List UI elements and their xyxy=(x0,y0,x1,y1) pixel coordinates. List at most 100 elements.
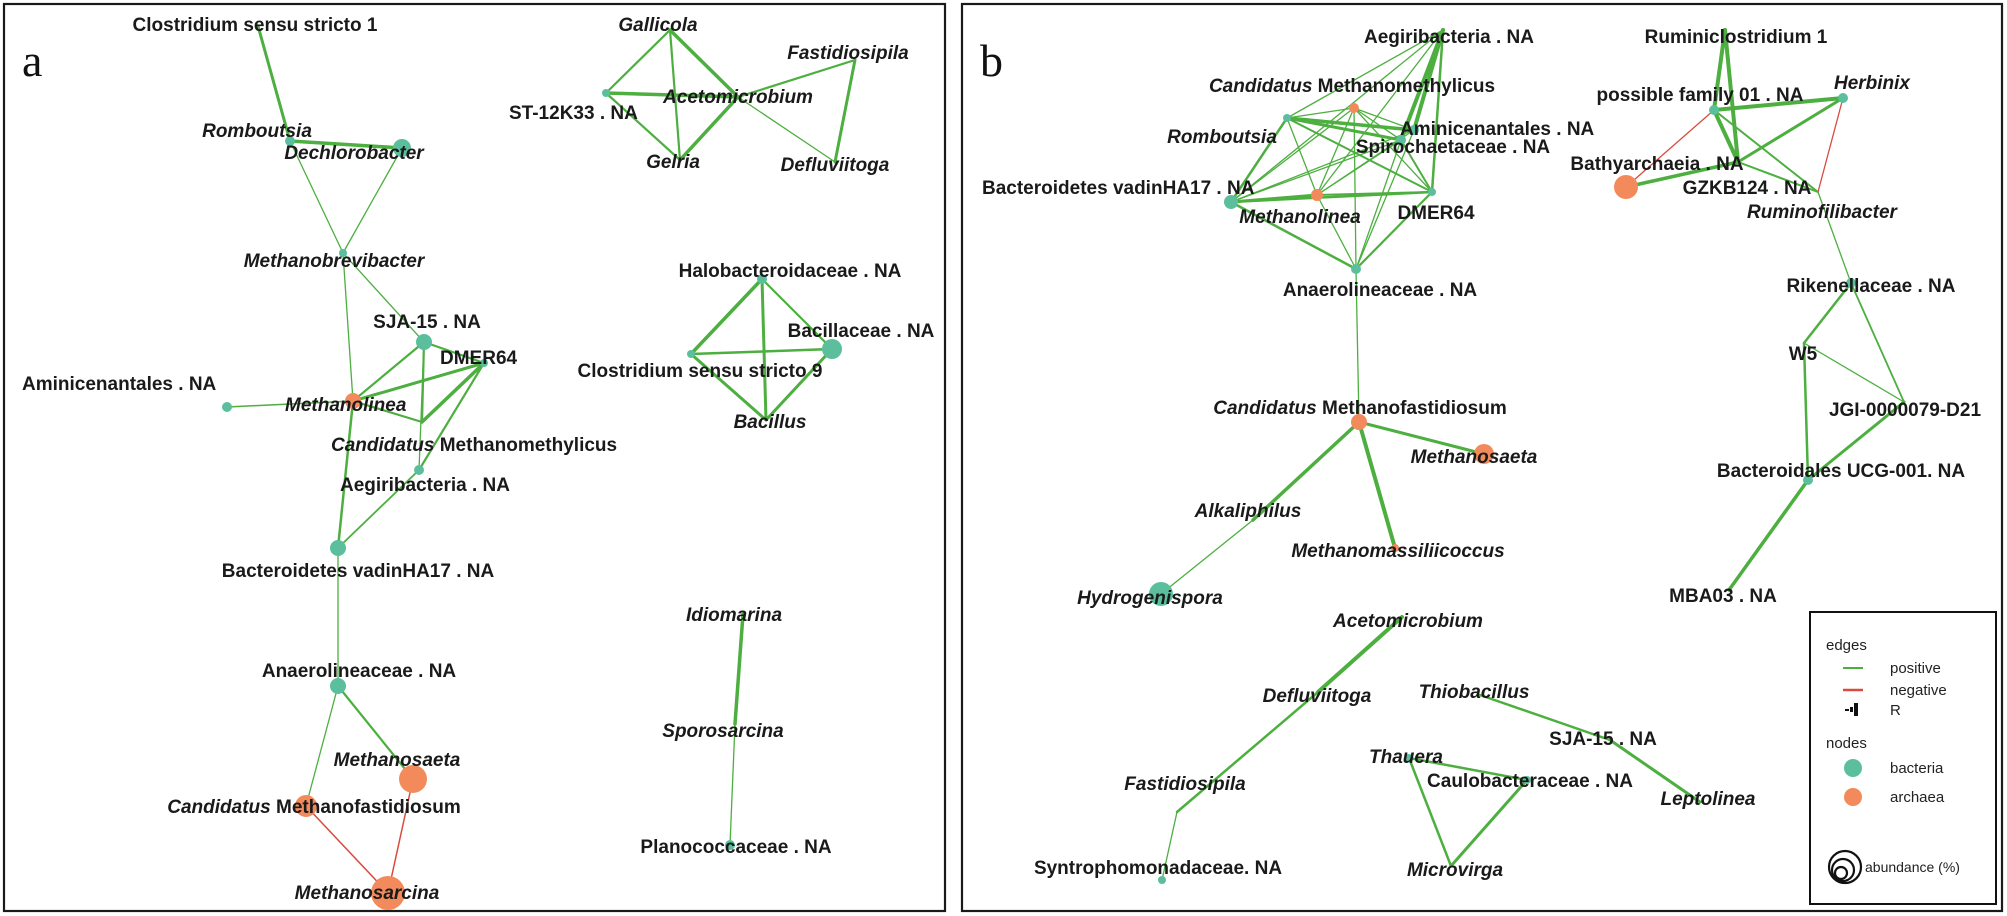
node-label-clos1: Clostridium sensu stricto 1 xyxy=(133,15,378,36)
node-label-fast: Fastidiosipila xyxy=(787,43,909,64)
node-label-spor: Sporosarcina xyxy=(662,721,784,742)
node-label-part: Planococcaceae . NA xyxy=(640,837,831,858)
node-label-part: Methanosarcina xyxy=(295,883,440,904)
edge-positive-mlin-spir xyxy=(1316,139,1402,196)
legend-negative-label: negative xyxy=(1890,682,1947,699)
edge-negative-cmfa-msar xyxy=(305,805,389,894)
edge-positive-bucg-mba xyxy=(1727,478,1810,592)
node-label-part: Alkaliphilus xyxy=(1194,501,1302,522)
node-mlin-archaea xyxy=(1311,189,1323,201)
edge-positive-romb-bvad xyxy=(1229,116,1289,204)
edge-positive-aegi-romb xyxy=(1286,29,1444,119)
node-label-caul: Caulobacteraceae . NA xyxy=(1427,771,1633,792)
node-sja-bacteria xyxy=(416,334,432,350)
node-mmas-archaea xyxy=(1391,544,1399,552)
edge-positive-st12-acet xyxy=(604,91,740,99)
node-label-alka: Alkaliphilus xyxy=(1194,501,1302,522)
node-label-part: Defluviitoga xyxy=(781,155,890,176)
edge-negative-msae-msar xyxy=(387,778,414,894)
node-label-part: Romboutsia xyxy=(202,121,312,142)
node-hydr-bacteria xyxy=(1149,582,1173,606)
node-label-plan: Planococcaceae . NA xyxy=(640,837,831,858)
legend-abundance-label: abundance (%) xyxy=(1865,859,1960,875)
node-bucg-bacteria xyxy=(1803,475,1813,485)
node-label-cmme: Candidatus Methanomethylicus xyxy=(1209,76,1495,97)
node-label-part: Caulobacteraceae . NA xyxy=(1427,771,1633,792)
edge-positive-mlin-anae xyxy=(1316,194,1357,270)
edge-positive-posf-herb xyxy=(1712,96,1845,112)
node-label-part: Bacillus xyxy=(734,412,807,433)
legend-archaea-label: archaea xyxy=(1890,789,1945,806)
edge-positive-halo-bacl xyxy=(760,277,768,422)
edge-positive-dmer-anae xyxy=(1354,190,1434,271)
edge-positive-romb-spir xyxy=(1285,116,1403,142)
edge-positive-alka-hydr xyxy=(1160,519,1254,595)
node-label-part: Bacillaceae . NA xyxy=(788,321,935,342)
node-label-part: Romboutsia xyxy=(1167,127,1277,148)
node-mbrev-bacteria xyxy=(339,249,347,257)
legend-abundance-icon xyxy=(1827,849,1863,885)
node-label-part: Fastidiosipila xyxy=(1124,774,1246,795)
node-label-part: W5 xyxy=(1789,344,1818,365)
node-label-part: Candidatus xyxy=(167,797,270,818)
node-label-defl: Defluviitoga xyxy=(781,155,890,176)
node-label-acet: Acetomicrobium xyxy=(662,87,813,108)
node-label-mmas: Methanomassiliicoccus xyxy=(1291,541,1504,562)
edge-positive-thio-sja xyxy=(1478,693,1612,742)
node-label-rumc: Ruminiclostridium 1 xyxy=(1645,27,1828,48)
node-label-msae: Methanosaeta xyxy=(1411,447,1538,468)
edge-positive-acet-defl xyxy=(737,96,836,163)
node-label-part: Methanolinea xyxy=(1239,207,1361,228)
node-rike-bacteria xyxy=(1846,278,1856,288)
edge-positive-mlin-amin xyxy=(226,400,354,408)
edge-positive-cmme-romb xyxy=(1286,107,1355,119)
edge-positive-fast-synt xyxy=(1161,811,1178,881)
edge-positive-cmme-spir xyxy=(1353,107,1402,141)
node-label-acet: Acetomicrobium xyxy=(1332,611,1483,632)
edge-positive-clos1-romb xyxy=(256,24,292,143)
edge-positive-w5-bucg xyxy=(1802,341,1810,482)
node-herb-bacteria xyxy=(1838,93,1848,103)
panel-a-frame xyxy=(2,2,947,913)
node-bath-archaea xyxy=(1614,175,1638,199)
edge-positive-dmer-cmme xyxy=(420,361,486,424)
edge-positive-bvad-spir xyxy=(1230,139,1402,203)
node-st12-bacteria xyxy=(602,89,610,97)
legend: edges positive negative R nodes bacteria… xyxy=(1809,611,1997,905)
node-label-amin: Aminicenantales . NA xyxy=(22,374,217,395)
node-label-msar: Methanosarcina xyxy=(295,883,440,904)
node-label-part: MBA03 . NA xyxy=(1669,586,1777,607)
node-msae-archaea xyxy=(399,765,427,793)
node-label-part: Gelria xyxy=(646,152,700,173)
edge-positive-jgi-bucg xyxy=(1806,400,1906,482)
edge-positive-mlin-bvad xyxy=(336,399,355,550)
node-label-lept: Leptolinea xyxy=(1660,789,1755,810)
node-label-part: Gallicola xyxy=(618,15,698,36)
node-label-part: Thauera xyxy=(1369,747,1443,768)
edge-positive-spir-anae xyxy=(1355,139,1402,270)
legend-edges-title: edges xyxy=(1826,637,1867,654)
edge-positive-clos9-bacl xyxy=(689,352,768,422)
node-thau-bacteria xyxy=(1405,754,1413,762)
node-label-synt: Syntrophomonadaceae. NA xyxy=(1034,858,1282,879)
panel-a-edges xyxy=(226,24,857,894)
node-label-aegi: Aegiribacteria . NA xyxy=(1364,27,1534,48)
edge-positive-cmfa-msae xyxy=(1357,420,1486,456)
node-spir-bacteria xyxy=(1396,135,1406,145)
panel-b-edges xyxy=(1160,28,1906,881)
node-label-romb: Romboutsia xyxy=(1167,127,1277,148)
panel-a-labels: Clostridium sensu stricto 1RomboutsiaDec… xyxy=(22,15,935,904)
edge-positive-halo-clos9 xyxy=(689,277,764,356)
node-amin-bacteria xyxy=(1409,125,1419,135)
edge-positive-cmfa-alka xyxy=(1251,420,1361,522)
node-anae-bacteria xyxy=(1351,264,1361,274)
node-label-part: DMER64 xyxy=(1397,203,1475,224)
panel-b-nodes xyxy=(1149,93,1856,884)
node-label-aegi: Aegiribacteria . NA xyxy=(340,475,510,496)
node-label-part: JGI-0000079-D21 xyxy=(1829,400,1982,421)
node-label-part: Microvirga xyxy=(1407,860,1504,881)
edge-positive-mlin-dmer xyxy=(351,361,486,403)
node-label-idio: Idiomarina xyxy=(686,605,783,626)
node-mlin-archaea xyxy=(345,393,361,409)
node-amin-bacteria xyxy=(222,402,232,412)
